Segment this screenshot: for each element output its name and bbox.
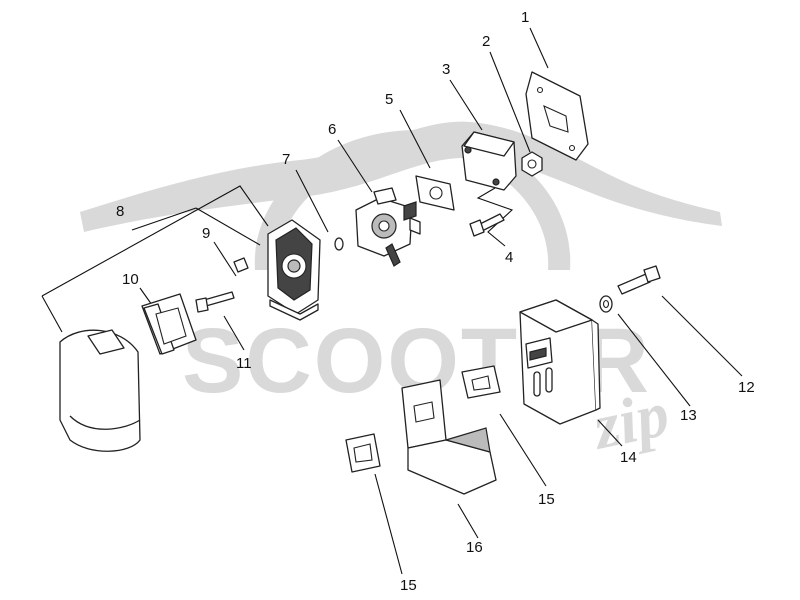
part-screw-11: [195, 291, 235, 313]
callout-labels: 1 2 3 4 5 6 7 8 9 10 11 12 13 14 15 15 1…: [116, 9, 755, 594]
callout-1: 1: [521, 9, 529, 26]
watermark-swoosh: [80, 121, 722, 232]
part-gasket-5: [415, 175, 455, 211]
part-heat-shield-16: [401, 379, 497, 495]
callout-4: 4: [505, 249, 513, 266]
callout-12: 12: [738, 379, 755, 396]
callout-11: 11: [236, 355, 252, 372]
part-muffler-14: [519, 299, 601, 425]
callout-7: 7: [282, 151, 290, 168]
part-air-cleaner-base-8: [267, 219, 321, 321]
part-bolt-12: [617, 265, 661, 295]
callout-14: 14: [620, 449, 637, 466]
part-insulator-3: [461, 131, 517, 191]
part-pin-9: [233, 257, 249, 273]
part-nut-2: [521, 151, 543, 177]
callout-9: 9: [202, 225, 210, 242]
callout-15-lower: 15: [400, 577, 417, 594]
part-gasket-15-lower: [345, 433, 381, 473]
part-washer-13: [599, 295, 613, 313]
callout-13: 13: [680, 407, 697, 424]
part-o-ring-7: [334, 237, 344, 251]
part-gasket-1: [525, 71, 589, 161]
leader-lines: [41, 27, 743, 575]
callout-15-upper: 15: [538, 491, 555, 508]
part-filter-10: [141, 293, 197, 355]
callout-16: 16: [466, 539, 483, 556]
callout-10: 10: [122, 271, 139, 288]
callout-2: 2: [482, 33, 490, 50]
callout-5: 5: [385, 91, 393, 108]
callout-8: 8: [116, 203, 124, 220]
part-gasket-15-upper: [461, 365, 501, 399]
part-bolt-4: [469, 213, 505, 237]
part-air-cleaner-cover: [59, 329, 141, 452]
callout-3: 3: [442, 61, 450, 78]
part-carburetor-6: [355, 187, 421, 267]
callout-6: 6: [328, 121, 336, 138]
